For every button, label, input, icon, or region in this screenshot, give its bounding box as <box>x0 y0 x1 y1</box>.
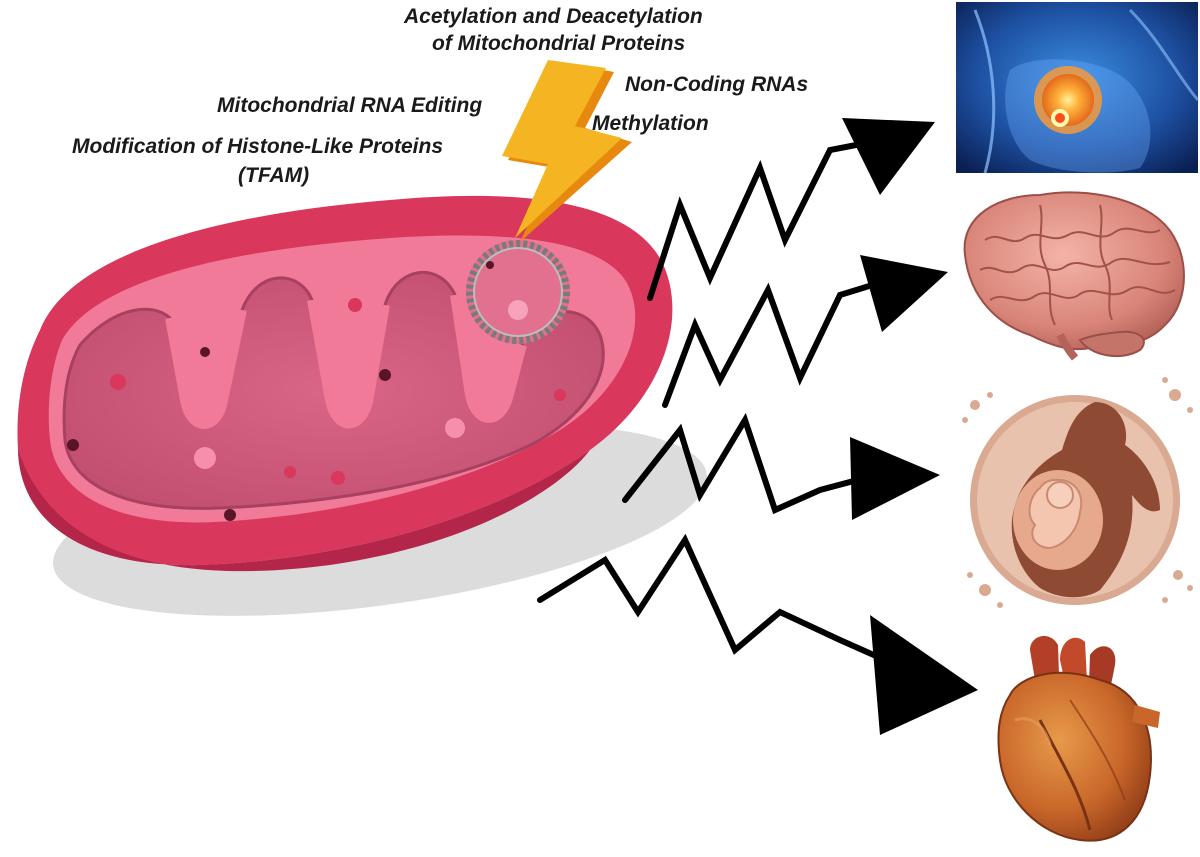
granule <box>554 389 566 401</box>
label-histone-line2: (TFAM) <box>238 164 310 187</box>
mtdna-ring <box>466 240 570 344</box>
outer-membrane-edge <box>18 450 590 572</box>
crista-2 <box>307 299 390 429</box>
brain-icon <box>963 191 1185 361</box>
breast-cancer-icon <box>956 2 1200 174</box>
label-rna-editing: Mitochondrial RNA Editing <box>217 94 483 117</box>
lightning-bolt-icon <box>502 60 632 242</box>
crista-1 <box>165 308 247 429</box>
granule <box>110 374 126 390</box>
granule <box>200 347 210 357</box>
mitochondrion-icon <box>17 195 708 616</box>
tumor <box>1034 66 1102 134</box>
arrowhead <box>870 615 978 735</box>
arrows <box>537 137 933 683</box>
granule <box>67 439 79 451</box>
granule <box>284 466 296 478</box>
arrow-to-pregnancy <box>622 412 898 515</box>
granule <box>194 447 216 469</box>
arrowhead <box>850 437 940 520</box>
arrowheads <box>842 118 978 735</box>
granule <box>445 418 465 438</box>
granule <box>331 471 345 485</box>
granule <box>348 298 362 312</box>
arrowhead <box>842 118 935 195</box>
arrow-to-breast <box>647 137 885 301</box>
granule <box>224 509 236 521</box>
arrow-to-heart <box>537 533 933 683</box>
arrowhead <box>860 255 948 332</box>
granule <box>379 369 391 381</box>
label-histone-line1: Modification of Histone-Like Proteins <box>72 135 444 158</box>
crista-3 <box>450 294 527 423</box>
label-methylation: Methylation <box>592 112 709 135</box>
pregnancy-icon <box>962 377 1193 608</box>
label-acetylation-line2: of Mitochondrial Proteins <box>432 32 686 55</box>
label-acetylation-line1: Acetylation and Deacetylation <box>404 5 703 28</box>
label-non-coding-rnas: Non-Coding RNAs <box>625 73 809 96</box>
arrow-to-brain <box>662 272 908 408</box>
heart-icon <box>997 635 1160 842</box>
